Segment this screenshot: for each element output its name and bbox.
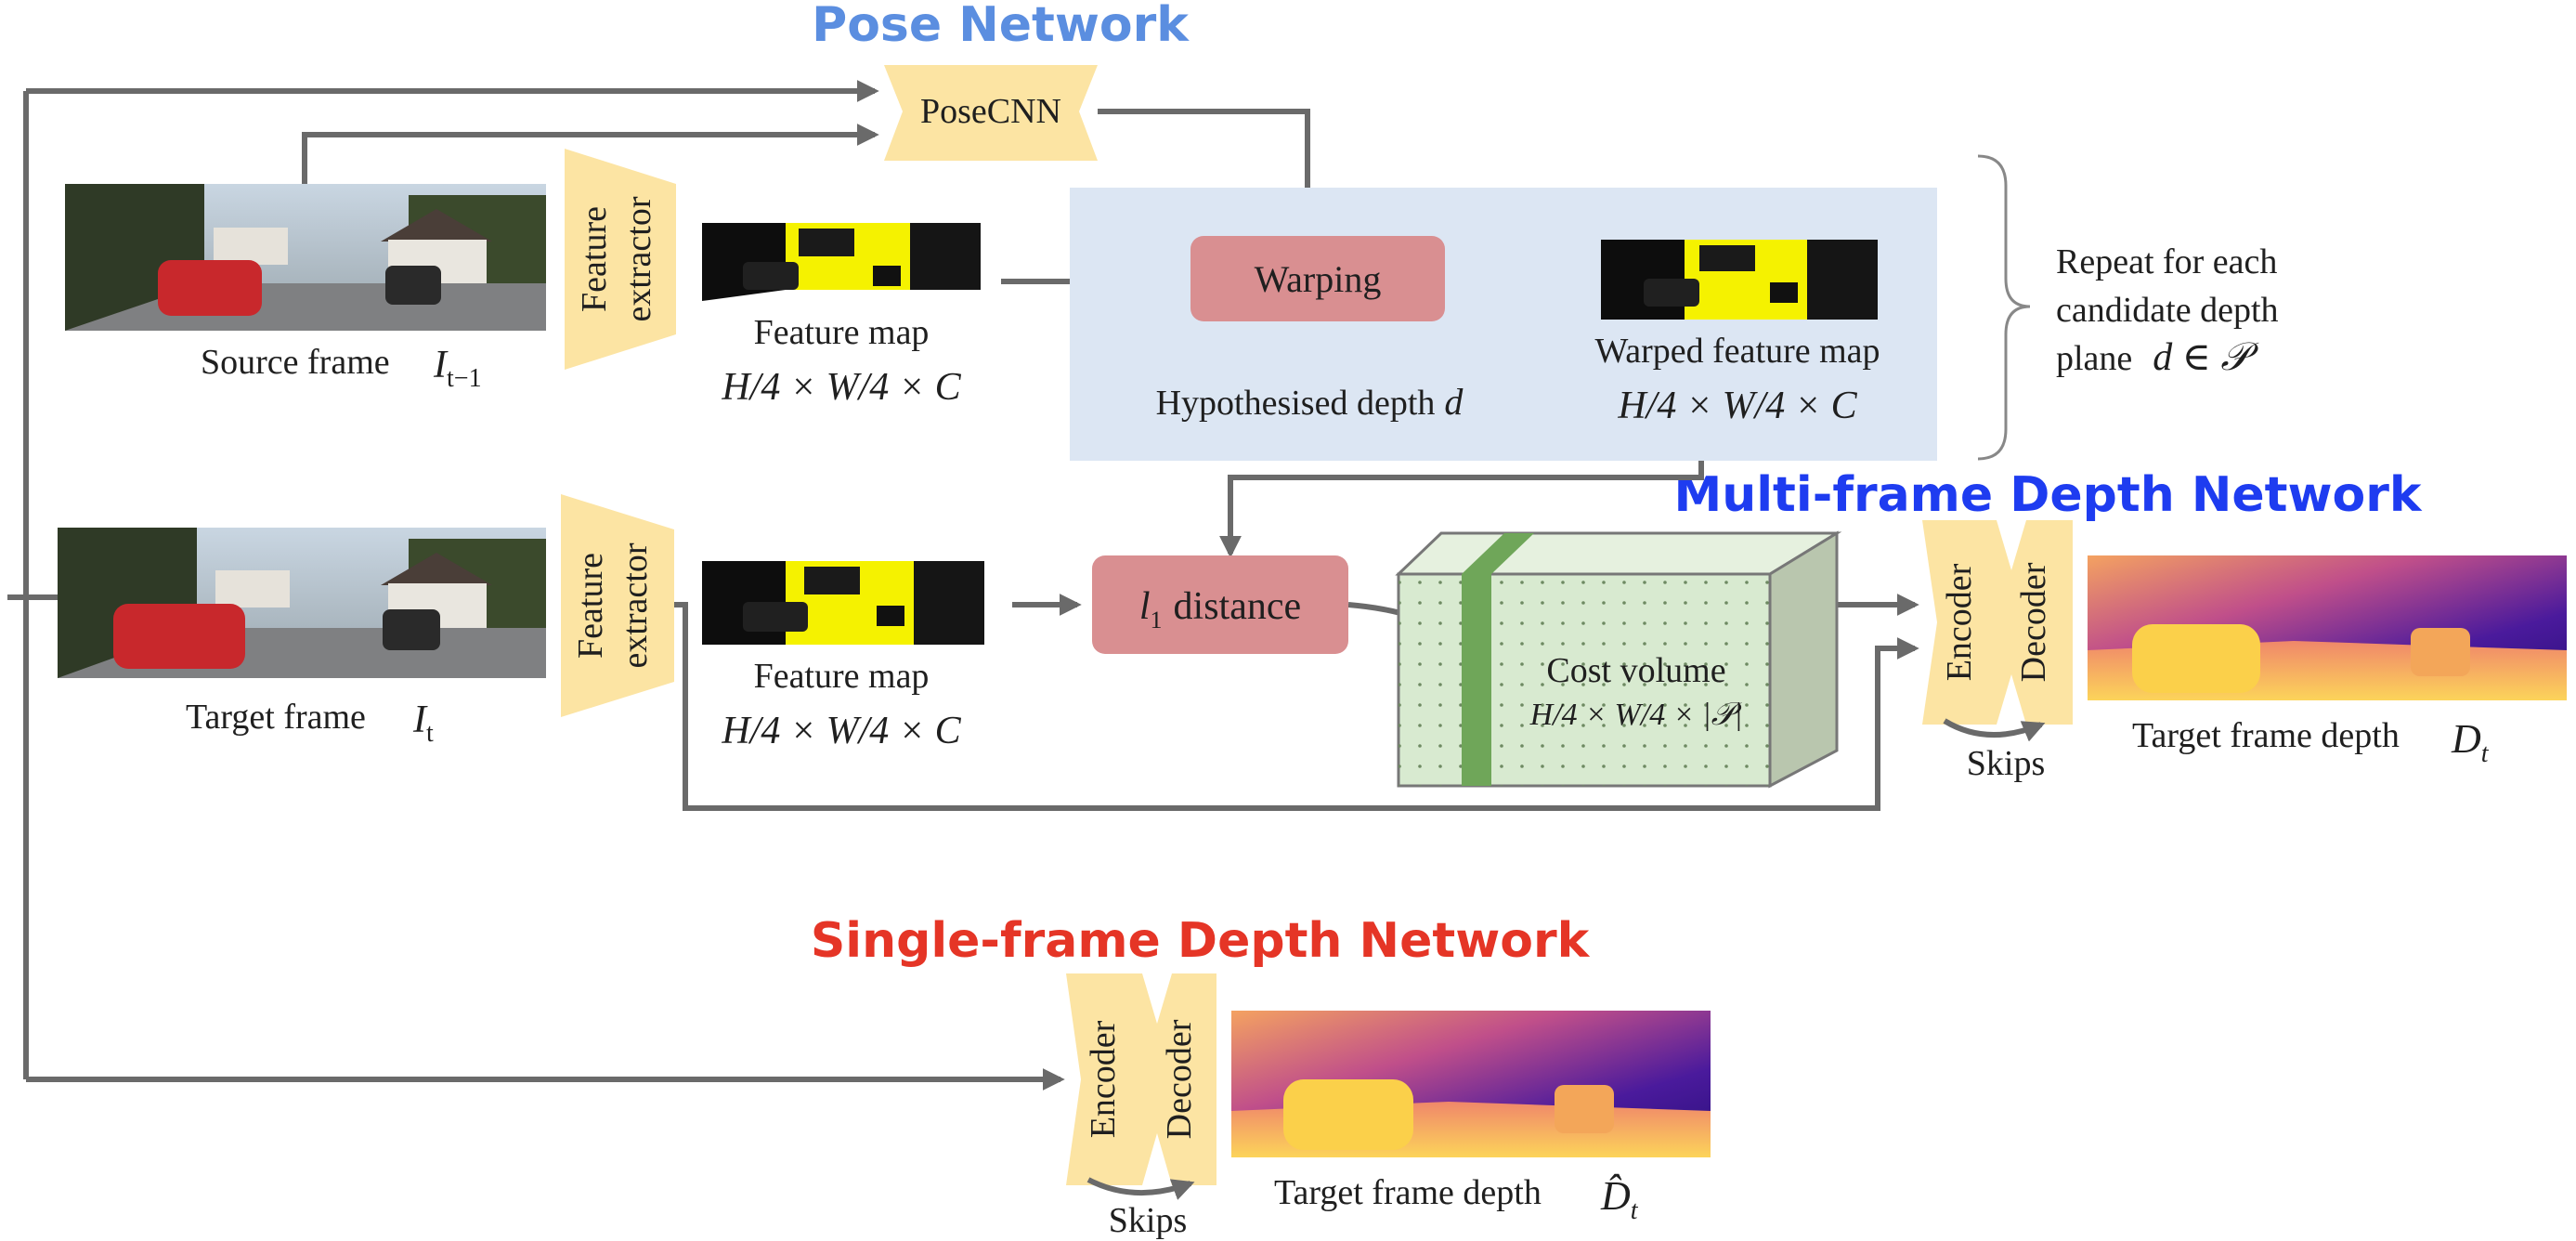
posecnn-label: PoseCNN — [920, 92, 1061, 131]
multi-depth-label: Target frame depth — [2132, 716, 2400, 755]
multi-skips-label: Skips — [1967, 744, 2045, 783]
multi-depth-symbol: Dt — [2451, 716, 2490, 768]
target-feature-map-label: Feature map — [754, 657, 930, 696]
warped-feature-map-dims: H/4 × W/4 × C — [1617, 385, 1857, 427]
posecnn-block: PoseCNN — [884, 65, 1098, 161]
source-frame-label: Source frame — [201, 343, 390, 382]
single-skips-label: Skips — [1109, 1201, 1187, 1240]
warping-panel — [1070, 188, 1937, 461]
connector-arrows — [7, 80, 1919, 1091]
target-feature-extractor: Feature extractor — [561, 494, 674, 717]
warped-feature-map-label: Warped feature map — [1594, 332, 1880, 371]
source-frame-symbol: It−1 — [433, 344, 482, 393]
single-encoder-label: Encoder — [1084, 1020, 1123, 1138]
target-extractor-line2: extractor — [616, 542, 655, 668]
repeat-brace — [1977, 154, 2031, 461]
target-frame-symbol: It — [412, 699, 434, 748]
single-frame-encoder-decoder: Encoder Decoder — [1066, 973, 1216, 1200]
source-feature-map-dims: H/4 × W/4 × C — [721, 366, 961, 409]
warping-box: Warping — [1190, 236, 1445, 321]
repeat-note-line1: Repeat for each — [2056, 242, 2277, 281]
single-decoder-label: Decoder — [1160, 1019, 1199, 1139]
single-frame-network-heading: Single-frame Depth Network — [811, 913, 1591, 969]
target-feature-map-image — [702, 561, 984, 645]
target-feature-map-dims: H/4 × W/4 × C — [721, 710, 961, 752]
source-extractor-line2: extractor — [619, 196, 658, 321]
warped-feature-map-image — [1601, 240, 1878, 320]
single-depth-label: Target frame depth — [1274, 1173, 1542, 1212]
target-frame-label: Target frame — [186, 698, 366, 737]
source-extractor-line1: Feature — [575, 206, 614, 312]
warping-box-label: Warping — [1255, 258, 1382, 300]
cost-volume: Cost volume H/4 × W/4 × |𝒫| — [1395, 530, 1842, 789]
multi-encoder-label: Encoder — [1940, 563, 1979, 681]
source-feature-extractor: Feature extractor — [565, 149, 676, 370]
multi-decoder-label: Decoder — [2014, 562, 2053, 682]
multi-frame-encoder-decoder: Encoder Decoder — [1922, 520, 2073, 742]
source-feature-map-label: Feature map — [754, 313, 930, 352]
cost-volume-dims: H/4 × W/4 × |𝒫| — [1529, 698, 1743, 732]
single-depth-symbol: D̂t — [1600, 1173, 1639, 1225]
multi-frame-depth-image — [2088, 555, 2567, 700]
cost-volume-label: Cost volume — [1546, 651, 1725, 690]
target-extractor-line1: Feature — [571, 553, 610, 659]
source-feature-map-image — [702, 223, 981, 301]
repeat-note-line2: candidate depth — [2056, 291, 2279, 330]
multi-frame-network-heading: Multi-frame Depth Network — [1673, 467, 2422, 523]
target-frame-image — [58, 528, 546, 678]
source-frame-image — [65, 184, 546, 331]
single-frame-depth-image — [1231, 1011, 1711, 1157]
pose-network-heading: Pose Network — [812, 0, 1190, 53]
